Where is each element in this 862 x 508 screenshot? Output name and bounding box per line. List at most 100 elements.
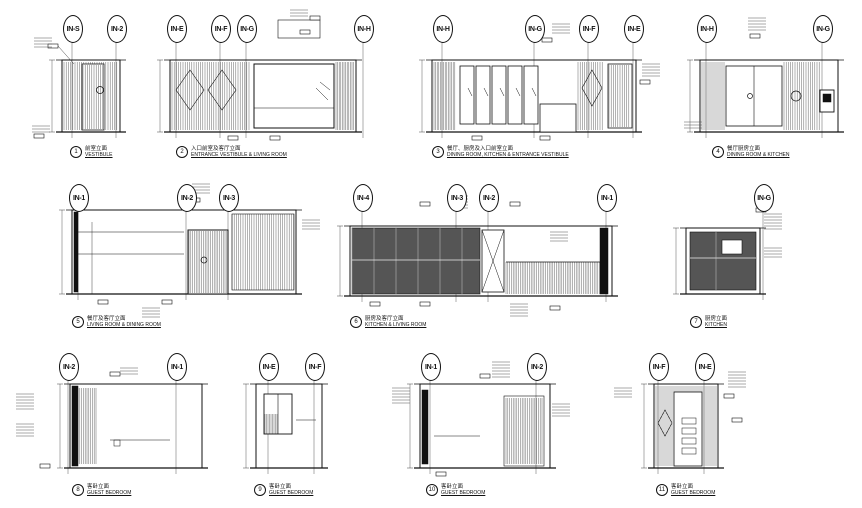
elevation-number: 9 xyxy=(254,484,266,496)
grid-bubble: IN-S xyxy=(63,15,83,43)
material-tag xyxy=(269,135,281,141)
material-tag xyxy=(471,135,483,141)
bulkhead-callout-box xyxy=(277,19,321,39)
elevation-title-cn: 客卧立面 xyxy=(87,484,110,490)
elevation-title-en: GUEST BEDROOM xyxy=(671,490,716,496)
glass-door-leaf xyxy=(459,65,475,125)
grid-bubble: IN-F xyxy=(211,15,231,43)
glass-door-leaf xyxy=(491,65,507,125)
grid-bubble: IN-E xyxy=(624,15,644,43)
elevation-title-cn: 餐厅及客厅立面 xyxy=(87,316,126,322)
grid-bubble: IN-1 xyxy=(167,353,187,381)
elevation-caption: 6 厨房及客厅立面 KITCHEN & LIVING ROOM xyxy=(350,316,426,328)
fixture-symbol xyxy=(747,93,753,99)
elevation-caption: 11 客卧立面 GUEST BEDROOM xyxy=(656,484,715,496)
grid-bubble: IN-1 xyxy=(597,184,617,212)
elevation-title-cn: 客卧立面 xyxy=(269,484,292,490)
elevation-caption: 10 客卧立面 GUEST BEDROOM xyxy=(426,484,485,496)
glass-reflection xyxy=(319,81,331,91)
socket-symbol xyxy=(113,439,121,447)
material-tag xyxy=(369,301,381,307)
elevation-caption: 5 餐厅及客厅立面 LIVING ROOM & DINING ROOM xyxy=(72,316,161,328)
grid-bubble: IN-3 xyxy=(219,184,239,212)
glass-door-leaf xyxy=(475,65,491,125)
drawer-front xyxy=(681,417,697,425)
glass-reflection xyxy=(531,87,537,97)
column-section xyxy=(71,385,79,467)
elevation-number: 2 xyxy=(176,146,188,158)
elevation-number: 10 xyxy=(426,484,438,496)
elevation-title-cn: 入口前室及客厅立面 xyxy=(191,146,241,152)
elevation-title-en: LIVING ROOM & DINING ROOM xyxy=(87,322,161,328)
elevation-title-en: GUEST BEDROOM xyxy=(87,490,132,496)
wardrobe-panel xyxy=(503,395,545,467)
fixture-symbol xyxy=(790,90,802,102)
elevation-number: 5 xyxy=(72,316,84,328)
material-tag xyxy=(419,301,431,307)
material-tag xyxy=(549,305,561,311)
grid-bubble: IN-2 xyxy=(59,353,79,381)
material-tag xyxy=(109,371,121,377)
elevation-title-en: GUEST BEDROOM xyxy=(441,490,486,496)
glass-reflection xyxy=(315,87,329,101)
fixture-symbol xyxy=(96,86,104,94)
material-tag xyxy=(539,135,551,141)
material-tag xyxy=(39,463,51,469)
elevation-number: 8 xyxy=(72,484,84,496)
glass-door-leaf xyxy=(523,65,539,125)
elevation-title-cn: 前室立面 xyxy=(85,146,108,152)
elevation-number: 1 xyxy=(70,146,82,158)
material-tag xyxy=(33,133,45,139)
elevation-title-cn: 厨房及客厅立面 xyxy=(365,316,404,322)
elevation-caption: 7 厨房立面 KITCHEN xyxy=(690,316,727,328)
grid-bubble: IN-1 xyxy=(421,353,441,381)
grid-bubble: IN-E xyxy=(167,15,187,43)
material-tag xyxy=(639,79,651,85)
door-panel-motif xyxy=(657,409,673,437)
door-panel xyxy=(187,229,229,295)
material-tag xyxy=(309,15,321,21)
elevation-outline xyxy=(71,209,297,295)
grid-bubble: IN-2 xyxy=(177,184,197,212)
cabinet-run-hatched xyxy=(351,227,481,295)
door-panel-motif xyxy=(175,69,205,111)
grid-bubble: IN-H xyxy=(433,15,453,43)
material-tag xyxy=(227,135,239,141)
grid-bubble: IN-4 xyxy=(353,184,373,212)
material-tag xyxy=(435,471,447,477)
column-section xyxy=(599,227,609,295)
glass-reflection xyxy=(483,87,489,97)
grid-bubble: IN-G xyxy=(237,15,257,43)
material-tag xyxy=(723,393,735,399)
elevation-caption: 8 客卧立面 GUEST BEDROOM xyxy=(72,484,131,496)
grid-bubble: IN-G xyxy=(813,15,833,43)
material-tag xyxy=(97,299,109,305)
counter-unit xyxy=(539,103,577,133)
door-jamb xyxy=(421,389,429,465)
elevation-title-cn: 餐厅、厨房及入口前室立面 xyxy=(447,146,514,152)
elevation-caption: 2 入口前室及客厅立面 ENTRANCE VESTIBULE & LIVING … xyxy=(176,146,287,158)
column-section xyxy=(73,211,79,293)
grid-bubble: IN-G xyxy=(525,15,545,43)
material-tag xyxy=(541,37,553,43)
grid-bubble: IN-2 xyxy=(107,15,127,43)
material-tag xyxy=(161,299,173,305)
elevation-outline xyxy=(419,383,551,469)
elevation-caption: 9 客卧立面 GUEST BEDROOM xyxy=(254,484,313,496)
grid-bubble: IN-1 xyxy=(69,184,89,212)
door-panel-motif xyxy=(207,69,237,111)
appliance-screen xyxy=(822,93,832,103)
appliance-panel xyxy=(721,239,743,255)
glass-reflection xyxy=(499,87,505,97)
elevation-title-en: ENTRANCE VESTIBULE & LIVING ROOM xyxy=(191,152,287,158)
elevation-caption: 4 餐厅厨房立面 DINING ROOM & KITCHEN xyxy=(712,146,790,158)
glass-window xyxy=(253,63,335,129)
grid-bubble: IN-3 xyxy=(447,184,467,212)
material-tag xyxy=(299,29,311,35)
door-panel-motif xyxy=(581,69,603,107)
drawer-front xyxy=(681,427,697,435)
elevation-number: 4 xyxy=(712,146,724,158)
grid-bubble: IN-H xyxy=(354,15,374,43)
